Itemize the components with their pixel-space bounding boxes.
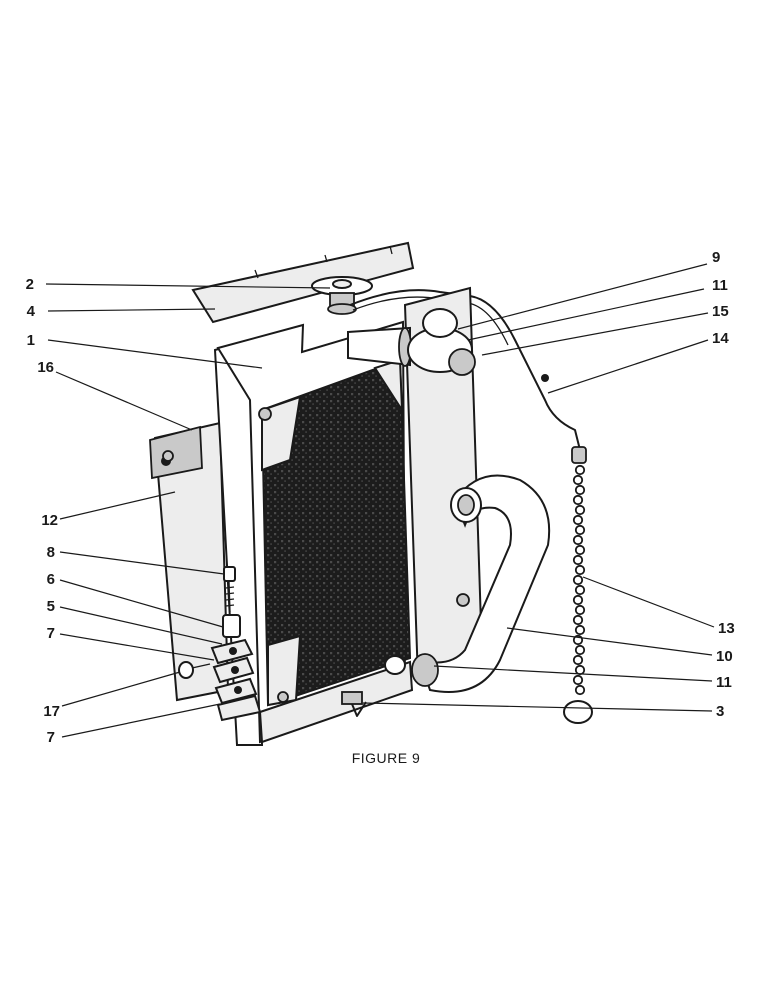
- callout-15: 15: [712, 303, 729, 320]
- leader-17: [61, 671, 181, 707]
- chain-bead: [574, 464, 586, 476]
- drain-tap: [341, 691, 367, 717]
- top-rail: [191, 241, 415, 324]
- chain-bead: [574, 664, 586, 676]
- callout-17: 17: [43, 703, 60, 720]
- callout-10: 10: [716, 648, 733, 665]
- callout-7a: 7: [47, 625, 55, 642]
- callout-11a: 11: [712, 277, 728, 294]
- chain-ring: [563, 700, 593, 724]
- leader-8: [59, 551, 225, 575]
- chain-bead: [572, 594, 584, 606]
- leader-10: [506, 627, 713, 656]
- leader-14: [547, 339, 709, 394]
- chain-bead: [572, 554, 584, 566]
- chain-bead: [574, 604, 586, 616]
- chain-bead: [572, 494, 584, 506]
- chain-bead: [574, 544, 586, 556]
- leader-4: [47, 308, 216, 312]
- leader-7a: [59, 633, 215, 661]
- callout-11b: 11: [716, 674, 732, 691]
- leader-9: [457, 263, 708, 330]
- chain-bead: [574, 644, 586, 656]
- callout-7b: 7: [47, 729, 55, 746]
- callout-2: 2: [26, 276, 34, 293]
- leader-11b: [433, 665, 713, 682]
- chain-bead: [574, 504, 586, 516]
- leader-7b: [61, 703, 221, 738]
- bracket: [149, 425, 203, 480]
- callout-9: 9: [712, 249, 720, 266]
- leader-13: [582, 576, 715, 628]
- leader-15: [481, 312, 709, 356]
- chain-bead: [574, 584, 586, 596]
- chain-bead: [574, 524, 586, 536]
- callout-3: 3: [716, 703, 724, 720]
- lower-hose: [418, 474, 551, 693]
- chain-bead: [572, 534, 584, 546]
- leader-3: [362, 702, 713, 712]
- radiator-core: [260, 358, 412, 707]
- chain-bead: [572, 654, 584, 666]
- mounting-hardware: [178, 566, 262, 722]
- chain-bead: [574, 684, 586, 696]
- callout-12: 12: [41, 512, 58, 529]
- chain: [571, 446, 587, 464]
- callout-4: 4: [27, 303, 36, 320]
- chain-bead: [572, 514, 584, 526]
- leader-11a: [467, 288, 705, 341]
- chain-bead: [572, 574, 584, 586]
- callout-13: 13: [718, 620, 735, 637]
- chain-bead: [574, 564, 586, 576]
- callout-8: 8: [47, 544, 55, 561]
- callout-1: 1: [27, 332, 35, 349]
- chain-bead: [574, 624, 586, 636]
- leader-16: [55, 371, 193, 431]
- callout-5: 5: [47, 598, 55, 615]
- callout-labels: 2 4 1 16 12 8 6 5 7 17 7 9 11 15 14 13 1…: [26, 249, 735, 746]
- chain-bead: [574, 484, 586, 496]
- upper-hose: [347, 308, 476, 376]
- leader-6: [59, 579, 224, 628]
- filler-cap: [311, 276, 373, 315]
- callout-16: 16: [37, 359, 54, 376]
- leader-2: [45, 283, 331, 289]
- overflow-pipe: [349, 289, 581, 451]
- chain-bead: [572, 474, 584, 486]
- leader-12: [59, 491, 176, 520]
- figure-caption: FIGURE 9: [352, 750, 421, 766]
- leader-lines: [45, 263, 715, 738]
- leader-1: [47, 339, 263, 369]
- radiator-illustration: [149, 241, 593, 746]
- leader-5: [59, 606, 223, 645]
- bottom-rail: [258, 660, 414, 744]
- callout-6: 6: [47, 571, 55, 588]
- chain-bead: [572, 614, 584, 626]
- callout-14: 14: [712, 330, 729, 347]
- chain-bead: [572, 674, 584, 686]
